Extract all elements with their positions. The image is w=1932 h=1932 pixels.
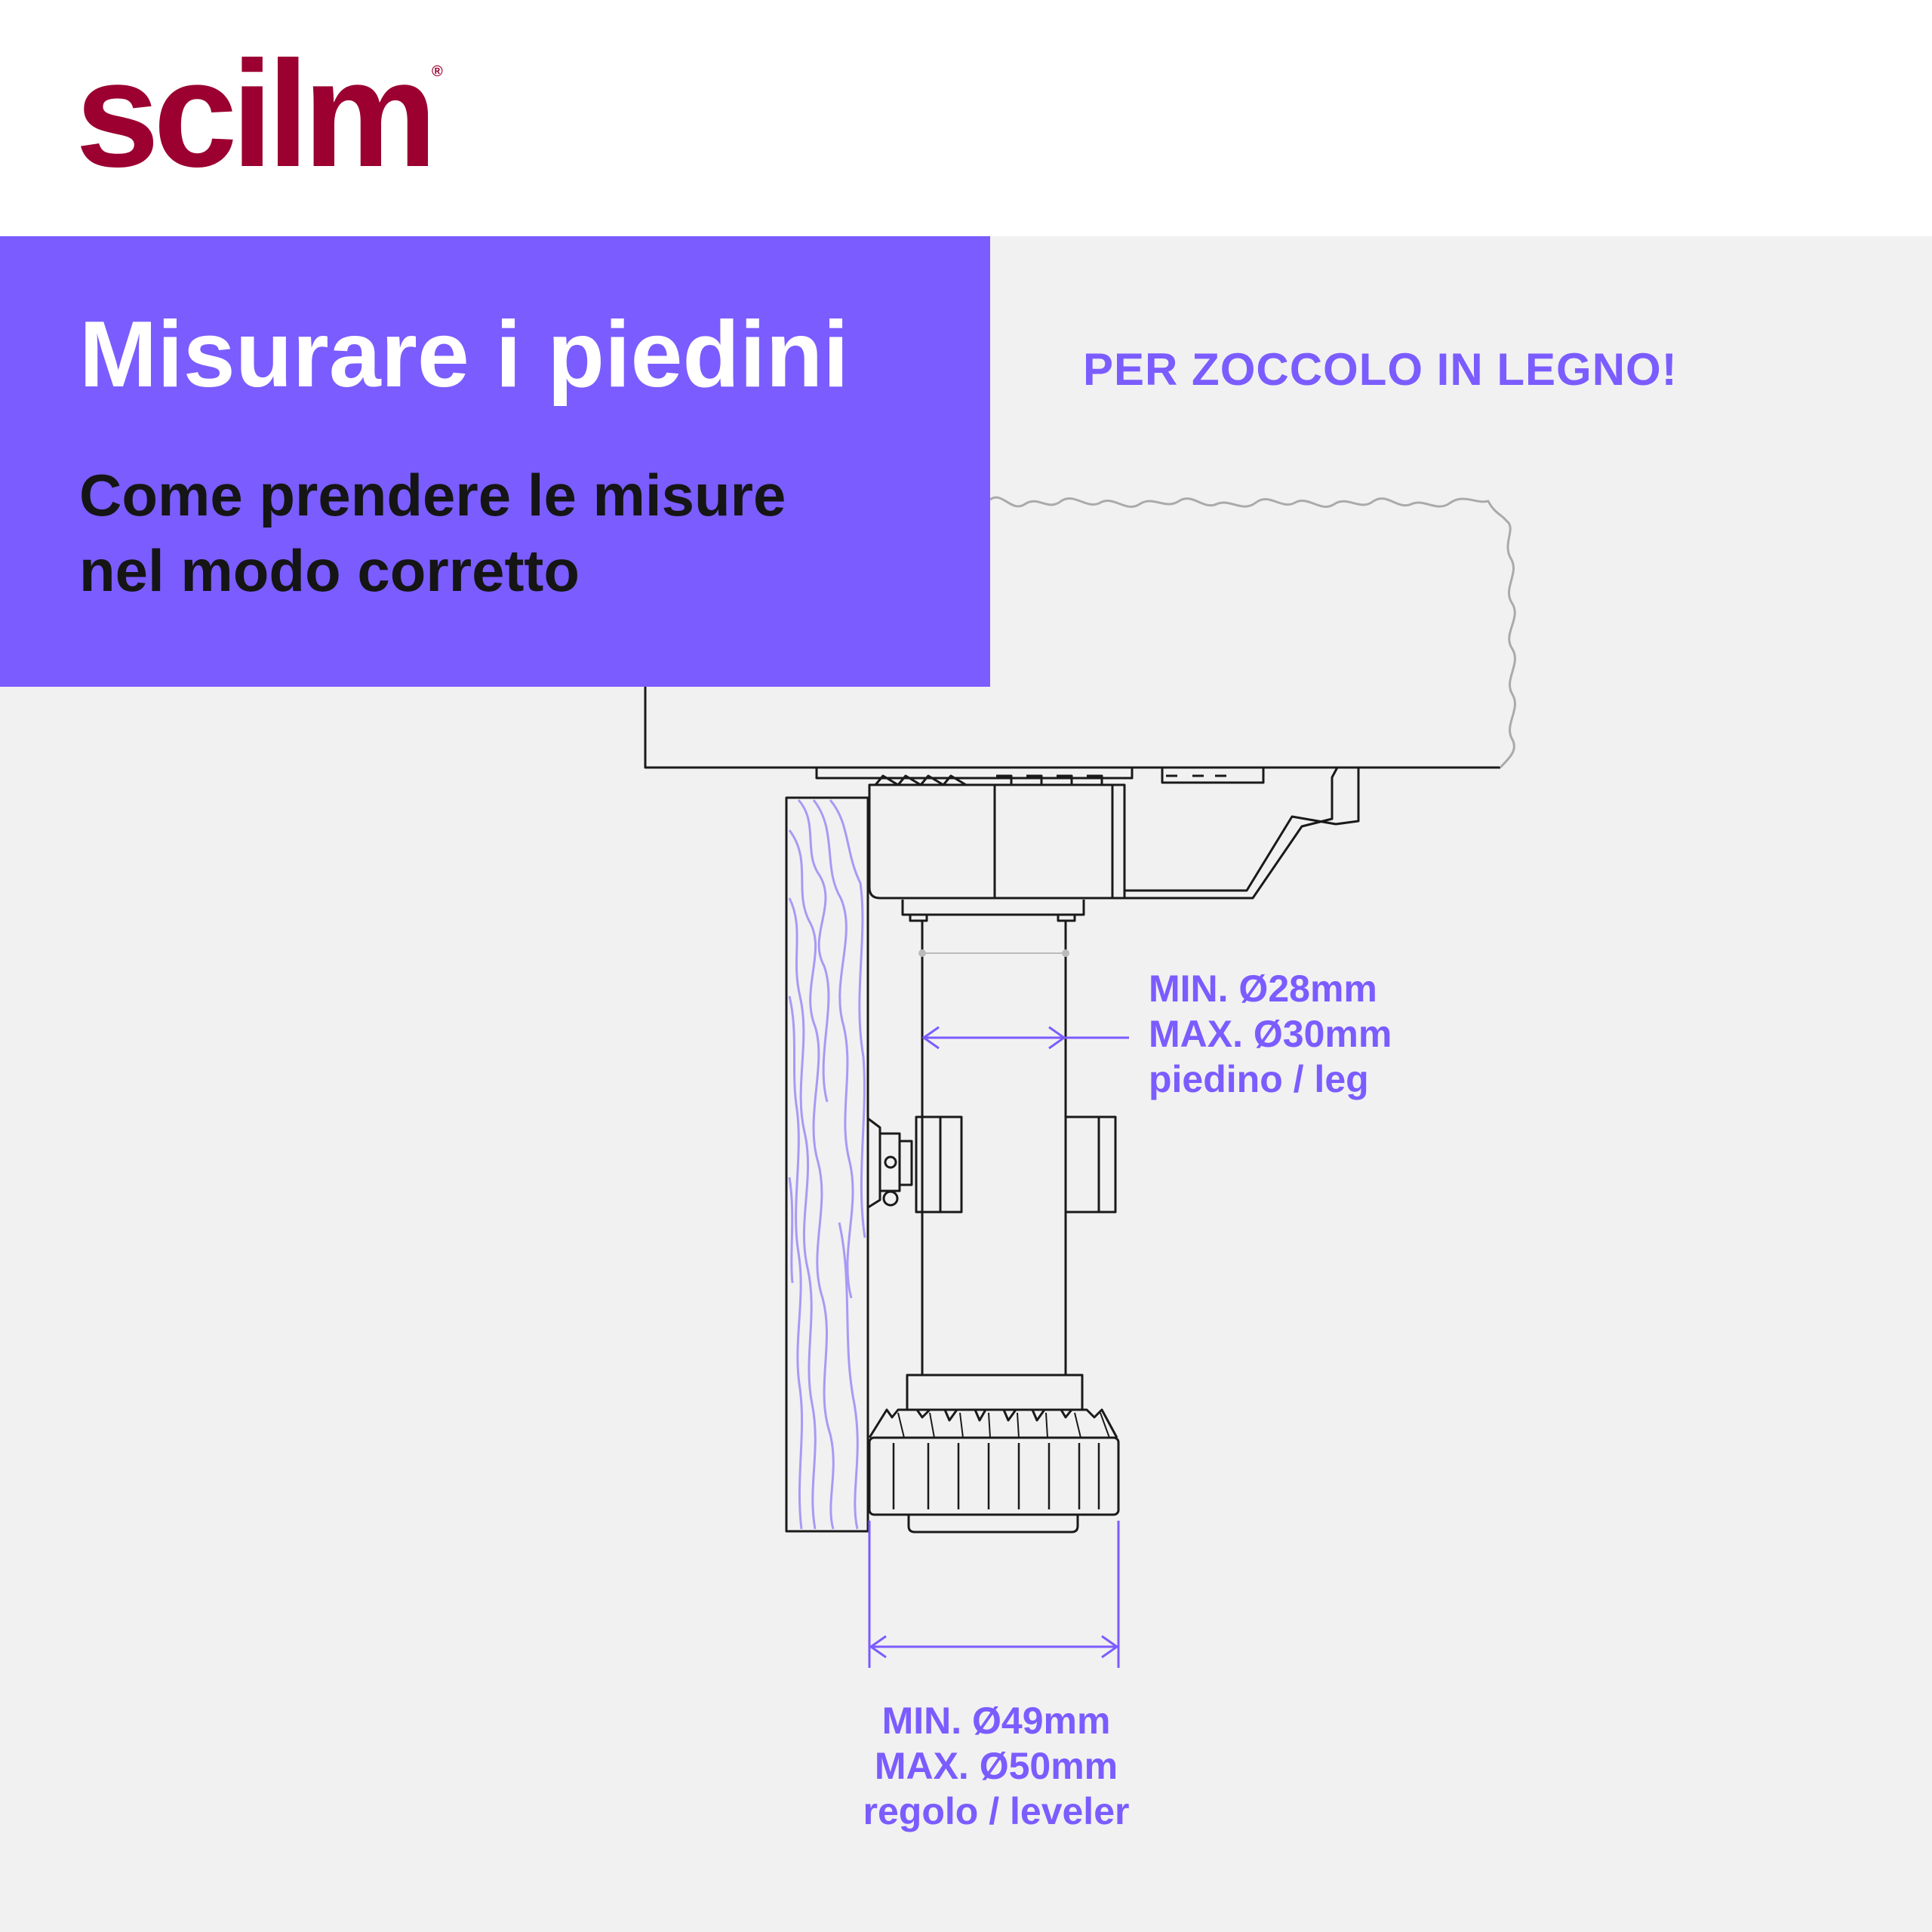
wooden-plinth [785, 796, 869, 1533]
mounting-plate [815, 768, 1134, 780]
plinth-clip-left [915, 1115, 963, 1214]
leveler-dimension-label: MIN. Ø49mm MAX. Ø50mm regolo / leveler [815, 1698, 1177, 1834]
leg-min: MIN. Ø28mm [1149, 968, 1377, 1010]
leveler-ribs [868, 1408, 1118, 1438]
leveler-neck [906, 1374, 1084, 1411]
wood-grain [788, 798, 866, 1530]
mounting-head [868, 783, 1126, 900]
leveler-foot [907, 1515, 1079, 1534]
page-title: Misurare i piedini [79, 303, 849, 407]
angled-bracket [1123, 766, 1360, 900]
cabinet-torn-edge [989, 496, 1516, 769]
subtitle-line-2: nel modo corretto [79, 537, 580, 604]
leg-max: MAX. Ø30mm [1149, 1013, 1392, 1055]
collar [901, 900, 1085, 916]
page-subtitle: Come prendere le misure nel modo corrett… [79, 457, 786, 608]
leveler-label: regolo / leveler [863, 1790, 1130, 1832]
leveler-max: MAX. Ø50mm [874, 1745, 1118, 1787]
wooden-plinth-note: PER ZOCCOLO IN LEGNO! [1083, 344, 1678, 395]
registered-mark: ® [432, 63, 443, 80]
title-banner [0, 236, 990, 687]
cabinet-panel [644, 687, 1500, 769]
leveler-base [868, 1436, 1120, 1516]
leg-label: piedino / leg [1149, 1058, 1369, 1100]
leveler-min: MIN. Ø49mm [881, 1700, 1111, 1742]
plinth-clip-right [1064, 1115, 1117, 1214]
subtitle-line-1: Come prendere le misure [79, 462, 786, 528]
dimension-lines [868, 1026, 1129, 1668]
top-bar [0, 0, 1932, 236]
brand-logo: scilm [75, 30, 437, 198]
leg-dimension-label: MIN. Ø28mm MAX. Ø30mm piedino / leg [1149, 966, 1392, 1102]
